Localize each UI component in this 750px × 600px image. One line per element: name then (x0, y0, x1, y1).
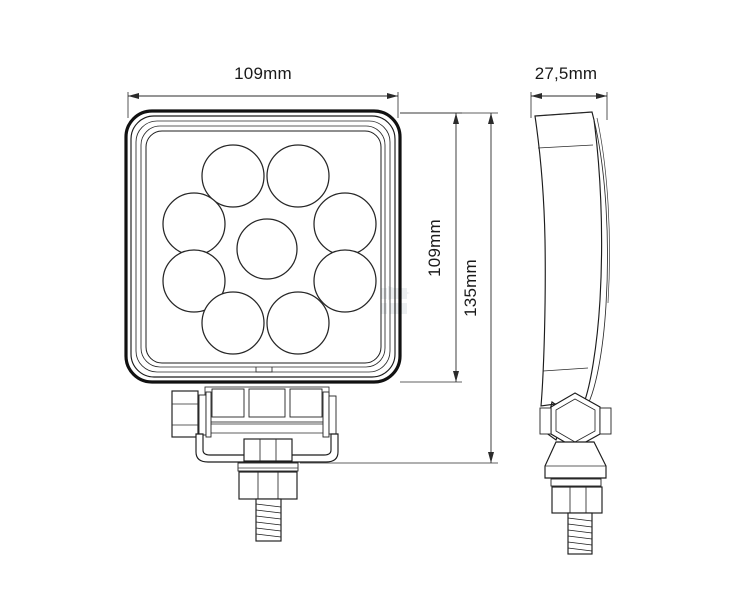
side-lens-face (534, 111, 593, 117)
left-pivot-hardware (171, 390, 212, 438)
left-washer (198, 394, 207, 436)
housing-outer-rim (124, 109, 402, 384)
side-top-seam (537, 144, 594, 149)
side-bottom-seam (542, 367, 589, 372)
right-washer (328, 395, 337, 435)
side-rear-fin (596, 117, 610, 304)
left-hex-nut (171, 390, 199, 438)
side-bolt-threads (567, 517, 593, 552)
side-bolt-washer (550, 478, 602, 487)
side-threaded-bolt-shaft (567, 512, 593, 555)
led-top-right (266, 144, 330, 208)
bolt-threads (255, 503, 282, 538)
dimension-width-label: 109mm (234, 64, 292, 83)
front-view (124, 109, 402, 542)
dimension-height-body-label: 109mm (425, 219, 444, 277)
dimension-height-135: 135mm (300, 112, 498, 464)
bolt-hex-head (238, 471, 298, 500)
threaded-bolt-shaft (255, 498, 282, 542)
bezel-edge (140, 125, 386, 368)
side-hex-head (551, 486, 603, 514)
mounting-bracket-side (539, 392, 612, 555)
led-bottom-right (266, 291, 330, 355)
hex-head (238, 471, 298, 500)
dimension-depth-label: 27,5mm (535, 64, 598, 83)
led-mid-left-dn (162, 249, 226, 313)
side-bolt-hex-head (551, 486, 603, 514)
yoke-center-nut (243, 438, 293, 462)
dimension-depth-27-5: 27,5mm (530, 64, 608, 120)
bolt-shaft (255, 498, 282, 542)
center-hex-nut (243, 438, 293, 462)
mounting-yoke (195, 433, 339, 463)
led-mid-right-dn (313, 249, 377, 313)
bezel-bottom-tab (255, 367, 273, 373)
led-array (162, 144, 377, 355)
dimension-height-total-label: 135mm (461, 259, 480, 317)
led-top-left (201, 144, 265, 208)
left-spacer (205, 391, 212, 438)
mounting-bracket-front (171, 386, 339, 542)
fin-center (248, 388, 286, 418)
led-mid-right-up (313, 192, 377, 256)
led-bottom-left (201, 291, 265, 355)
led-mid-left-up (162, 192, 226, 256)
right-pivot-hardware (322, 391, 337, 438)
bolt-washer (237, 462, 299, 472)
dimension-width-109: 109mm (127, 64, 399, 118)
housing-rim-inner-1 (130, 115, 396, 378)
side-rear-edge (587, 119, 608, 405)
led-center (236, 218, 298, 280)
fin-left (211, 388, 245, 418)
hex-side-tab-left (539, 407, 552, 435)
fin-right (289, 388, 323, 418)
hex-side-tab-right (599, 407, 612, 435)
side-view (534, 111, 612, 555)
right-spacer (322, 391, 330, 438)
bracket-base (544, 441, 607, 479)
